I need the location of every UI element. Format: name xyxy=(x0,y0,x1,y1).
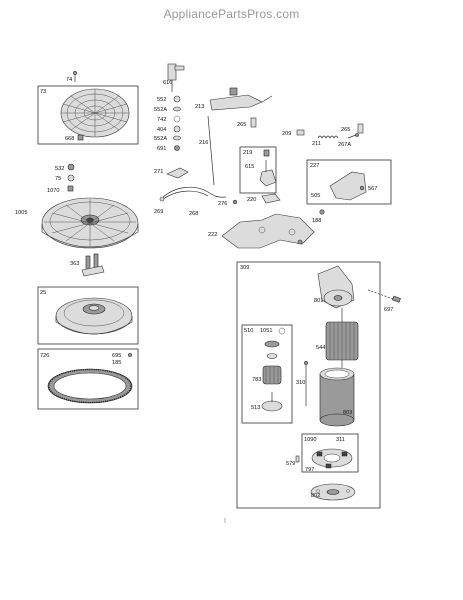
flywheel-screen-drawing xyxy=(60,88,130,138)
part-label-74: 74 xyxy=(66,77,72,83)
throttle-cable-group[interactable]: 271 269 268 xyxy=(154,167,227,217)
part-label-310: 310 xyxy=(296,380,305,386)
screen-clip xyxy=(77,134,84,141)
ring-gear-drawing xyxy=(47,368,133,404)
governor-shaft-stack[interactable]: 616 552 552A 742 404 552A 691 xyxy=(154,63,185,152)
part-222[interactable]: 222 xyxy=(208,213,315,249)
part-label-276: 276 xyxy=(218,201,227,207)
part-box-219 xyxy=(239,146,277,194)
part-group-219[interactable]: 219 615 xyxy=(239,146,277,194)
part-label-783: 783 xyxy=(252,377,261,383)
part-label-532: 532 xyxy=(55,166,64,172)
part-265-a[interactable]: 265 xyxy=(237,117,257,128)
part-label-227: 227 xyxy=(310,163,319,169)
part-213[interactable]: 213 xyxy=(195,87,273,111)
part-label-513: 513 xyxy=(251,405,260,411)
part-box-227 xyxy=(306,159,392,205)
part-box-73 xyxy=(37,85,139,145)
part-label-510: 510 xyxy=(244,328,253,334)
part-label-213: 213 xyxy=(195,104,204,110)
part-label-216: 216 xyxy=(199,140,208,146)
part-label-668: 668 xyxy=(65,136,74,142)
part-label-211: 211 xyxy=(312,141,321,147)
part-label-579: 579 xyxy=(286,461,295,467)
part-group-25[interactable]: 25 xyxy=(37,286,139,345)
part-label-188: 188 xyxy=(312,218,321,224)
part-label-552a-2: 552A xyxy=(154,136,167,142)
part-label-695: 695 xyxy=(112,353,121,359)
part-label-544: 544 xyxy=(316,345,325,351)
part-label-267a: 267A xyxy=(338,142,351,148)
part-group-309[interactable]: 309 801 697 544 xyxy=(236,261,401,509)
part-label-697: 697 xyxy=(384,307,393,313)
part-label-220: 220 xyxy=(247,197,256,203)
part-label-363: 363 xyxy=(70,261,79,267)
part-label-265-b: 265 xyxy=(341,127,350,133)
part-label-75: 75 xyxy=(55,176,61,182)
part-label-616: 616 xyxy=(163,80,172,86)
part-label-567: 567 xyxy=(368,186,377,192)
part-label-25: 25 xyxy=(40,290,46,296)
part-label-311: 311 xyxy=(336,437,345,443)
part-label-268: 268 xyxy=(189,211,198,217)
part-label-615: 615 xyxy=(245,164,254,170)
part-579[interactable]: 579 xyxy=(286,455,300,467)
part-label-691: 691 xyxy=(157,146,166,152)
part-label-219: 219 xyxy=(243,150,252,156)
part-310[interactable]: 310 xyxy=(296,361,308,406)
part-label-742: 742 xyxy=(157,117,166,123)
part-box-510 xyxy=(241,324,293,424)
spring-group[interactable]: 209 211 265 267A xyxy=(282,123,364,148)
part-label-209: 209 xyxy=(282,131,291,137)
governor-shaft-drawing xyxy=(167,63,185,92)
part-label-802: 802 xyxy=(311,493,320,499)
part-216[interactable]: 216 xyxy=(199,115,215,186)
flywheel-drawing xyxy=(41,197,139,249)
part-label-1070: 1070 xyxy=(47,188,59,194)
part-220-276[interactable]: 220 276 xyxy=(218,193,281,207)
part-label-271: 271 xyxy=(154,169,163,175)
part-697[interactable]: 697 xyxy=(367,289,401,313)
part-label-726: 726 xyxy=(40,353,49,359)
part-group-510[interactable]: 510 1051 783 513 xyxy=(241,324,293,424)
part-544[interactable]: 544 xyxy=(316,308,359,372)
part-label-1090: 1090 xyxy=(304,437,316,443)
part-label-1051: 1051 xyxy=(260,328,272,334)
part-group-227[interactable]: 227 505 567 xyxy=(306,159,392,205)
site-watermark: AppliancePartsPros.com xyxy=(163,7,300,21)
part-label-1005: 1005 xyxy=(15,210,27,216)
part-box-726 xyxy=(37,348,139,410)
part-group-1090[interactable]: 1090 311 797 xyxy=(301,433,359,473)
part-label-797: 797 xyxy=(305,467,314,473)
part-label-404: 404 xyxy=(157,127,166,133)
part-label-222: 222 xyxy=(208,232,217,238)
part-1005[interactable]: 1005 xyxy=(15,197,139,249)
part-803[interactable]: 803 xyxy=(319,367,355,427)
part-363[interactable]: 363 xyxy=(70,253,105,277)
part-188[interactable]: 188 xyxy=(312,209,325,224)
part-label-552a-1: 552A xyxy=(154,107,167,113)
part-label-801: 801 xyxy=(314,298,323,304)
part-group-726[interactable]: 726 695 185 xyxy=(37,348,139,410)
part-802[interactable]: 802 xyxy=(310,483,356,501)
part-label-265-a: 265 xyxy=(237,122,246,128)
part-label-185: 185 xyxy=(112,360,121,366)
part-label-309: 309 xyxy=(240,265,249,271)
part-801[interactable]: 801 xyxy=(314,265,355,309)
part-box-1090 xyxy=(301,433,359,473)
part-label-269: 269 xyxy=(154,209,163,215)
part-label-505: 505 xyxy=(311,193,320,199)
alternator-stator-drawing xyxy=(55,297,133,335)
part-label-73: 73 xyxy=(40,89,46,95)
part-74[interactable]: 74 xyxy=(66,71,77,83)
flywheel-hardware[interactable]: 532 75 1070 xyxy=(47,163,75,194)
part-group-73[interactable]: 73 668 xyxy=(37,85,139,145)
part-label-552: 552 xyxy=(157,97,166,103)
part-label-803: 803 xyxy=(343,410,352,416)
part-box-309 xyxy=(236,261,381,509)
part-box-25 xyxy=(37,286,139,345)
